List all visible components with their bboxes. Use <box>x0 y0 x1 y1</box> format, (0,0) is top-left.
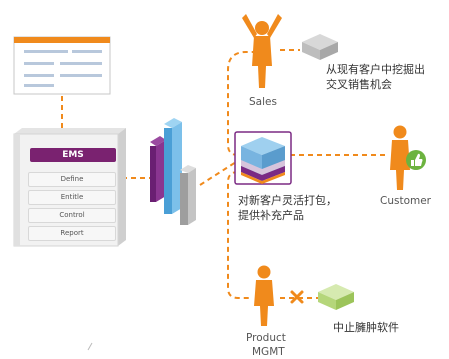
connector-trunk <box>227 51 262 156</box>
sales-desc-line1: 从现有客户中挖掘出 <box>326 63 425 76</box>
sales-desc-line2: 交叉销售机会 <box>326 78 392 91</box>
bar-purple <box>150 136 166 202</box>
connector-chart-to-bundle <box>199 161 237 186</box>
product-label-line2: MGMT <box>252 346 285 358</box>
product-label-line1: Product <box>246 332 286 344</box>
ems-title-badge: EMS <box>30 148 116 162</box>
ems-item-entitle: Entitle <box>28 190 116 205</box>
ems-item-report: Report <box>28 226 116 241</box>
ems-item-control: Control <box>28 208 116 223</box>
ems-title: EMS <box>62 150 84 160</box>
customer-label: Customer <box>380 195 432 207</box>
bundle-desc-line1: 对新客户灵活打包， <box>238 194 337 207</box>
ems-item-define: Define <box>28 172 116 187</box>
bar-blue <box>164 118 182 214</box>
sales-label: Sales <box>249 96 277 108</box>
product-desc: 中止臃肿软件 <box>333 321 399 334</box>
bar-gray <box>180 165 196 225</box>
bundle-desc-line2: 提供补充产品 <box>238 209 304 222</box>
